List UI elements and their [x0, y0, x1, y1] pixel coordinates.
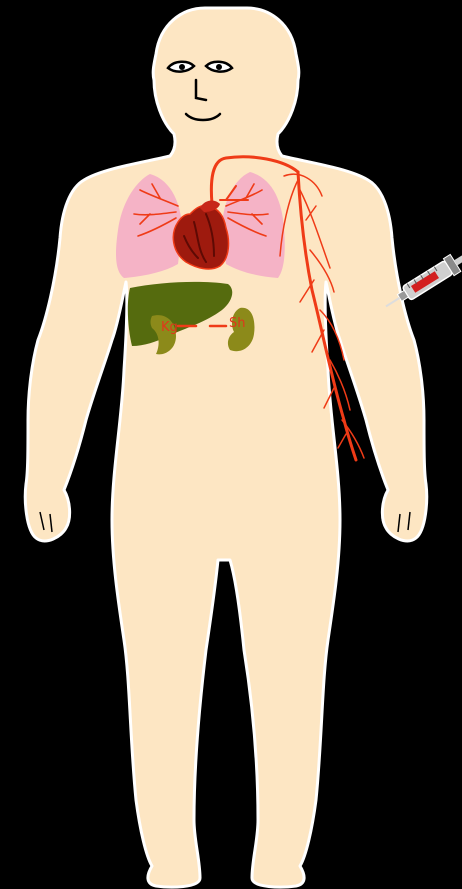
kidney-right-label: Sh [229, 316, 246, 331]
kidney-left-label: Kg [161, 320, 178, 335]
